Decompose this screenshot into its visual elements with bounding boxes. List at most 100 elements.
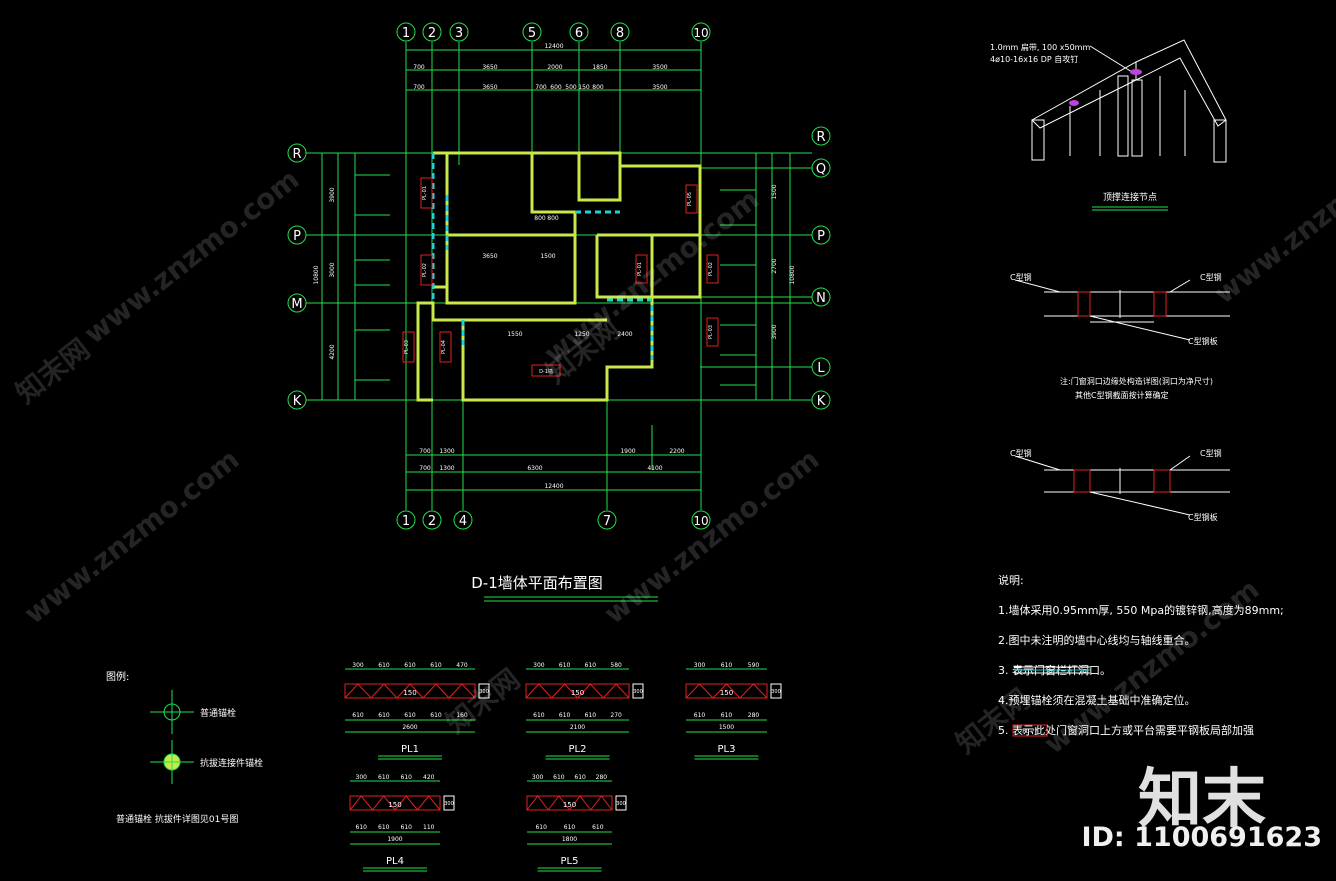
grid-label: M	[291, 297, 302, 312]
lintel-brace	[577, 683, 604, 699]
grid-bubble: 2	[422, 22, 442, 42]
grid-label: 5	[528, 26, 536, 41]
grid-label: L	[817, 361, 825, 376]
lintel-dim-text: 610	[694, 712, 706, 719]
grid-bubble: L	[811, 357, 831, 377]
dim-text: 12400	[544, 43, 563, 50]
dim-text: 700	[419, 465, 431, 472]
note-item: 4.预埋锚栓须在混凝土基础中准确定位。	[998, 693, 1196, 707]
grid-label: 10	[693, 514, 708, 528]
lintel-total-text: 2100	[570, 724, 585, 731]
grid-bubble: 10	[691, 510, 711, 530]
lintel-total-text: 1800	[562, 836, 577, 843]
grid-bubble: N	[811, 287, 831, 307]
lintel-dim-text: 580	[610, 662, 622, 669]
lintel-dim-text: 590	[748, 662, 760, 669]
anchor-bolt-icon	[150, 690, 194, 734]
lintel-dim-text: 420	[423, 774, 435, 781]
grid-bubble: 6	[569, 22, 589, 42]
grid-label: 10	[693, 26, 708, 40]
room-tag: PL-05	[687, 192, 693, 206]
grid-label: P	[817, 229, 825, 244]
grid-bubble: 5	[522, 22, 542, 42]
watermark-logo: 知末	[1138, 763, 1266, 837]
dim-text: 3650	[482, 84, 497, 91]
lintel-brace	[417, 795, 441, 811]
lintel-mid-label: 150	[403, 689, 416, 697]
notes-legend-tag: PL-??	[1022, 728, 1037, 735]
detail2-label-bottom: C型钢板	[1188, 336, 1218, 346]
lintel-brace	[551, 683, 578, 699]
grid-bubbles-top: 1 2 3 5 6 8 10	[396, 22, 711, 42]
grid-label: R	[292, 147, 301, 162]
lintel-dim-text: 300	[532, 774, 544, 781]
lintel-mid-label: 150	[388, 801, 401, 809]
detail1-caption: 顶撑连接节点	[1103, 191, 1157, 203]
lintel-dim-text: 610	[559, 662, 571, 669]
lintel-brace	[349, 795, 373, 811]
notes: 说明: 1.墙体采用0.95mm厚, 550 Mpa的镀锌钢,高度为89mm; …	[998, 573, 1284, 737]
floor-plan: 1 2 3 5 6 8 10 1 2 4 7 10 R P M K R Q P …	[287, 22, 831, 602]
grid-bubble: K	[287, 390, 307, 410]
lintel-side-text: 300	[479, 689, 489, 695]
grid-label: 3	[455, 26, 463, 41]
dim-text: 800	[534, 215, 546, 222]
lintel-mid-label: 150	[720, 689, 733, 697]
lintel-side-text: 300	[616, 801, 626, 807]
note-item: 1.墙体采用0.95mm厚, 550 Mpa的镀锌钢,高度为89mm;	[998, 603, 1284, 617]
dim-text: 1300	[439, 448, 454, 455]
lintel-dim-text: 610	[564, 824, 576, 831]
room-tag: PL-01	[637, 262, 643, 276]
grid-bubble: 3	[449, 22, 469, 42]
grid-bubble: 10	[691, 22, 711, 42]
legend-item-2: 抗拔连接件锚栓	[200, 757, 263, 769]
lintel-brace	[422, 683, 450, 699]
lintel-dim-text: 610	[404, 712, 416, 719]
lintel-dim-text: 160	[456, 712, 468, 719]
lintel-dim-text: 610	[559, 712, 571, 719]
dim-text: 1300	[439, 465, 454, 472]
legend-footnote: 普通锚栓 抗拔件详图见01号图	[116, 813, 238, 825]
dim-text: 2200	[669, 448, 684, 455]
lintel-dim-text: 610	[585, 712, 597, 719]
grid-label: R	[816, 130, 825, 145]
grid-label: 7	[603, 514, 611, 529]
lintel-dim-text: 610	[378, 712, 390, 719]
dim-text: 1500	[771, 184, 778, 199]
dim-text: 12400	[544, 483, 563, 490]
uplift-anchor-icon	[150, 740, 194, 784]
lintel-brace	[569, 795, 592, 811]
lintel-side-text: 300	[444, 801, 454, 807]
lintel-brace	[448, 683, 476, 699]
dim-text: 6300	[527, 465, 542, 472]
dim-text: 4200	[329, 344, 336, 359]
lintel-mid-label: 150	[563, 801, 576, 809]
detail-roof-node: 1.0mm 扁带, 100 x50mm 4ø10-16x16 DP 自攻钉 顶撑…	[990, 39, 1227, 211]
lintel-brace	[394, 795, 418, 811]
lintel-brace	[370, 683, 398, 699]
dim-text: 3500	[652, 64, 667, 71]
lintel-dim-text: 610	[430, 662, 442, 669]
lintel-dim-text: 300	[356, 774, 368, 781]
lintel-dim-text: 300	[533, 662, 545, 669]
lintel-name: PL4	[386, 856, 404, 867]
lintel-name: PL3	[718, 744, 736, 755]
grid-label: 1	[402, 26, 410, 41]
dim-text: 1250	[574, 331, 589, 338]
lintel-mid-label: 150	[571, 689, 584, 697]
lintel-total-text: 2600	[402, 724, 417, 731]
grid-label: 8	[616, 26, 624, 41]
grid-label: N	[816, 291, 826, 306]
lintel-dim-text: 610	[574, 774, 586, 781]
lintel-brace	[712, 683, 741, 699]
legend-item-1: 普通锚栓	[200, 707, 236, 719]
dim-text: 10800	[789, 265, 796, 284]
dim-text: 4100	[647, 465, 662, 472]
lintel-dim-text: 610	[378, 774, 390, 781]
lintel-dim-text: 610	[535, 824, 547, 831]
grid-label: Q	[816, 162, 826, 177]
lintel-dim-text: 470	[456, 662, 468, 669]
dim-text: 3650	[482, 253, 497, 260]
lintel-dim-text: 300	[352, 662, 364, 669]
